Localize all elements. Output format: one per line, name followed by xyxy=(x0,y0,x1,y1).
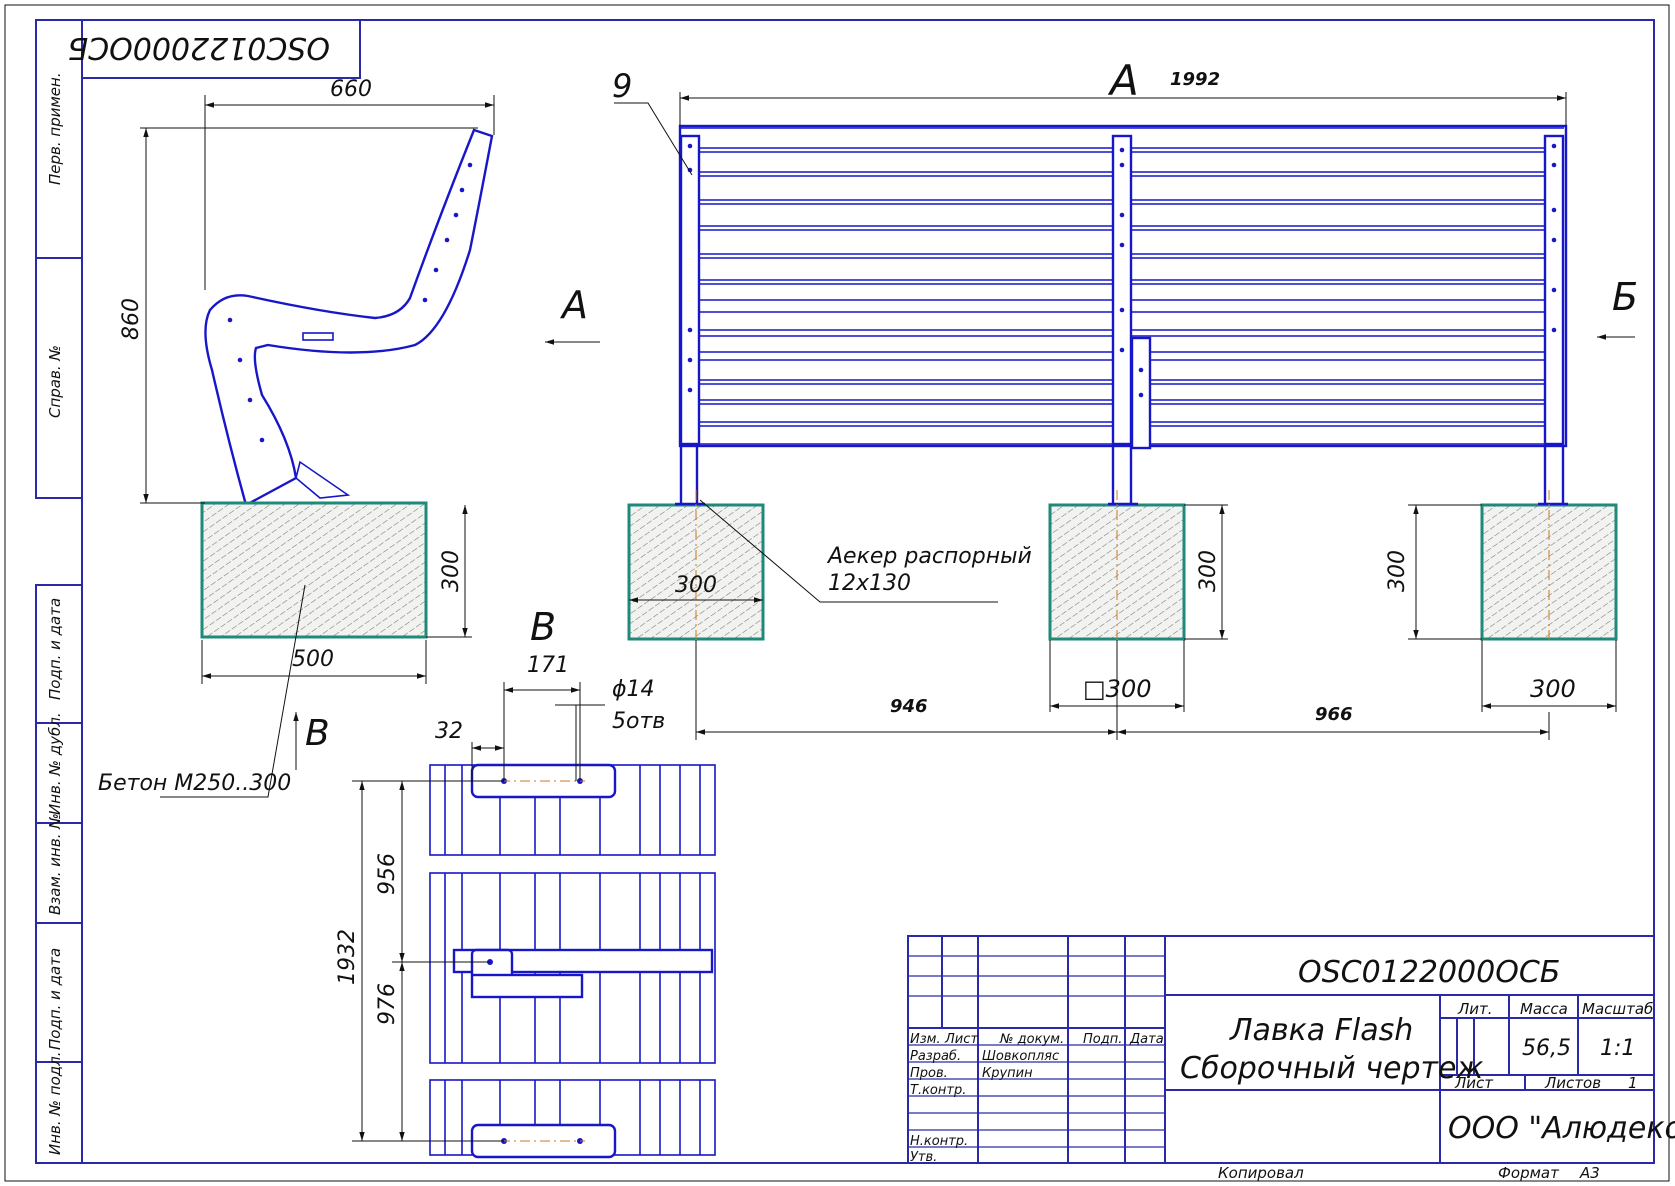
tb-col-izm: Изм. xyxy=(910,1032,941,1047)
view-mark-a-top: А xyxy=(1107,56,1139,105)
tb-razrab-label: Разраб. xyxy=(910,1049,961,1064)
tb-scale-label: Масштаб xyxy=(1582,1000,1653,1018)
tb-lit: Лит. xyxy=(1457,1000,1493,1018)
tb-format-label: Формат xyxy=(1498,1164,1560,1182)
tb-prov-name: Крупин xyxy=(982,1066,1033,1081)
anchor-label-2: 12x130 xyxy=(828,571,911,596)
tb-sheets: Листов xyxy=(1544,1074,1601,1092)
dim-32: 32 xyxy=(435,719,463,744)
dim-block-w-right: 300 xyxy=(1530,675,1576,703)
view-mark-a-side: А xyxy=(559,283,588,327)
front-post-mid xyxy=(1111,134,1133,446)
tb-code: OSC0122000OCБ xyxy=(1298,955,1560,990)
bench-side-frame xyxy=(204,128,494,507)
tb-mass: 56,5 xyxy=(1522,1036,1571,1061)
dim-block-h-right: 300 xyxy=(1385,550,1410,592)
hole-count: 5отв xyxy=(612,709,665,734)
dim-976: 976 xyxy=(375,983,400,1025)
dim-span-966: 966 xyxy=(1315,704,1353,725)
side-label-inv-dubl: Инв. № дубл. xyxy=(46,712,64,815)
tb-format: А3 xyxy=(1579,1164,1600,1182)
tb-col-doc: № докум. xyxy=(999,1032,1064,1047)
tb-utv: Утв. xyxy=(910,1150,937,1165)
front-post-left xyxy=(679,134,701,446)
tb-sheet: Лист xyxy=(1454,1074,1494,1092)
side-label-podp-1: Подп. и дата xyxy=(46,598,64,700)
tb-name: Лавка Flash xyxy=(1229,1013,1413,1048)
dim-side-300: 300 xyxy=(439,550,464,592)
tb-col-date: Дата xyxy=(1129,1032,1164,1047)
dim-1932: 1932 xyxy=(335,929,360,985)
side-view: 660 860 300 500 Бетон М250..300 А В xyxy=(98,77,600,798)
plan-view: 171 В 32 ϕ14 5отв 956 976 1932 xyxy=(335,605,716,1159)
tb-col-sign: Подп. xyxy=(1083,1032,1122,1047)
dim-956: 956 xyxy=(375,853,400,895)
side-labels: Перв. примен. Справ. № Подп. и дата Инв.… xyxy=(46,72,64,1155)
side-bolts xyxy=(227,162,473,443)
tb-scale: 1:1 xyxy=(1600,1036,1635,1061)
tb-nkontr: Н.контр. xyxy=(910,1134,968,1149)
side-label-vzam: Взам. инв. № xyxy=(46,813,64,915)
side-label-sprav: Справ. № xyxy=(46,345,64,418)
tb-copied: Копировал xyxy=(1218,1164,1304,1182)
tb-mass-label: Масса xyxy=(1520,1000,1568,1018)
view-mark-v-bottom: В xyxy=(305,713,330,754)
dim-660: 660 xyxy=(330,77,372,102)
code-stamp-top: OSC0122000OCБ xyxy=(68,20,361,79)
dim-block-300-left: 300 xyxy=(675,573,717,598)
tb-sheets-count: 1 xyxy=(1628,1074,1638,1092)
side-concrete-block xyxy=(200,501,428,639)
dim-block-h-mid: 300 xyxy=(1196,550,1221,592)
dim-span-946: 946 xyxy=(890,696,928,717)
front-view: 1992 А 9 Б 300 Аекер распорный 12x130 30… xyxy=(612,56,1638,740)
position-callout-9: 9 xyxy=(612,67,632,105)
tb-type: Сборочный чертеж xyxy=(1180,1051,1483,1086)
dim-860: 860 xyxy=(119,298,144,340)
dim-171: 171 xyxy=(527,653,569,678)
side-label-inv-podl: Инв. № подл. xyxy=(46,1052,64,1155)
code-top-text: OSC0122000OCБ xyxy=(68,30,330,65)
title-block: Изм. Лист № докум. Подп. Дата Разраб. Шо… xyxy=(907,935,1675,1182)
hole-diameter: ϕ14 xyxy=(612,677,655,702)
tb-col-list: Лист xyxy=(944,1032,978,1047)
anchor-label-1: Аекер распорный xyxy=(826,544,1032,569)
concrete-grade-label: Бетон М250..300 xyxy=(98,771,291,796)
tb-razrab-name: Шовкопляс xyxy=(982,1049,1059,1064)
side-label-perv: Перв. примен. xyxy=(46,72,64,185)
tb-company: ООО "Алюдеко-К" xyxy=(1448,1111,1675,1146)
dim-1992: 1992 xyxy=(1170,69,1220,90)
tb-tkontr: Т.контр. xyxy=(910,1083,966,1098)
sheet-frame xyxy=(4,4,1670,1182)
view-mark-b-right: Б xyxy=(1612,275,1638,319)
side-label-podp-2: Подп. и дата xyxy=(46,948,64,1050)
view-mark-v-section: В xyxy=(530,605,556,649)
tb-prov-label: Пров. xyxy=(910,1066,948,1081)
dim-500: 500 xyxy=(292,647,334,672)
